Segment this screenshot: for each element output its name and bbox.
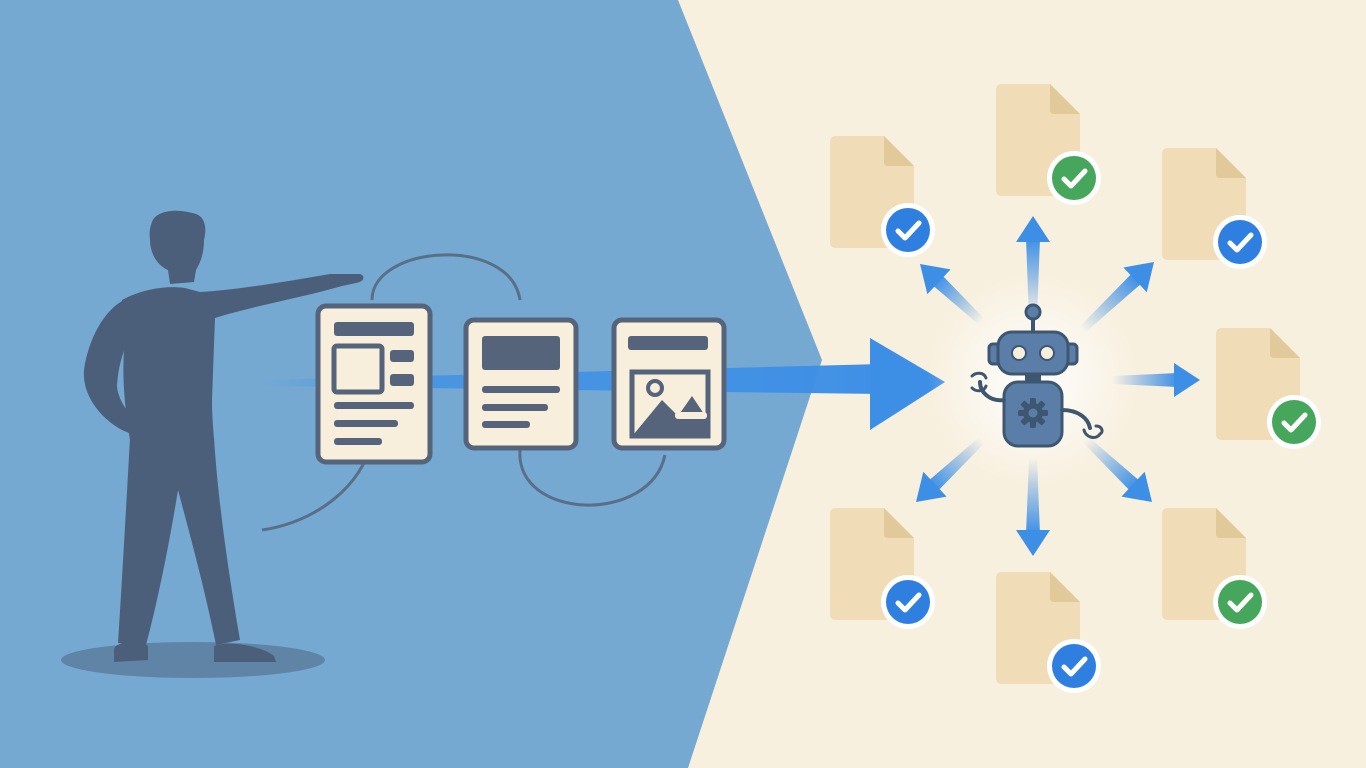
checkmark-icon: [881, 203, 935, 257]
person-pointing-silhouette-icon: [83, 210, 364, 662]
output-arrow-down-right: [1083, 437, 1152, 502]
output-arrow-right: [1112, 363, 1200, 397]
output-arrow-up: [1016, 216, 1050, 320]
output-arrow-up-left: [920, 263, 985, 325]
document-icon: [830, 508, 935, 629]
checkmark-icon: [1047, 151, 1101, 205]
output-arrow-up-right: [1079, 262, 1155, 333]
person-shadow: [61, 642, 325, 678]
checkmark-icon: [881, 575, 935, 629]
output-arrow-down: [1016, 458, 1050, 556]
document-icon: [996, 84, 1101, 205]
input-arrow-head: [870, 338, 945, 430]
list-layout-template-icon: [463, 317, 579, 451]
document-icon: [1216, 328, 1321, 449]
checkmark-icon: [1213, 215, 1267, 269]
robot-icon: [970, 303, 1104, 448]
checkmark-icon: [1267, 395, 1321, 449]
image-layout-template-icon: [611, 317, 727, 451]
checkmark-icon: [1047, 639, 1101, 693]
text-layout-template-icon: [315, 303, 433, 465]
output-arrow-down-left: [915, 437, 985, 502]
document-icon: [1162, 148, 1267, 269]
checkmark-icon: [1213, 575, 1267, 629]
output-rays: [915, 216, 1200, 556]
gear-icon: [1018, 398, 1048, 428]
output-documents: [830, 84, 1321, 693]
document-icon: [1162, 508, 1267, 629]
document-icon: [996, 572, 1101, 693]
document-icon: [830, 136, 935, 257]
